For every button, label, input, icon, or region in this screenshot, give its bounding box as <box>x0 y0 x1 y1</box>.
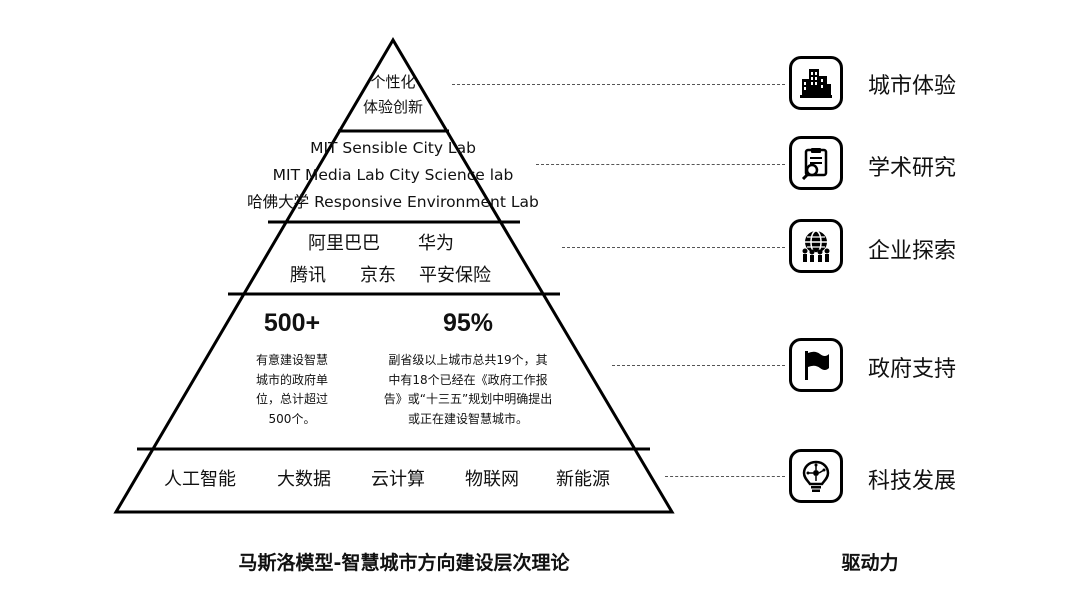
pyramid-caption: 马斯洛模型-智慧城市方向建设层次理论 <box>238 552 570 574</box>
enterprise-huawei: 华为 <box>418 233 454 254</box>
connector-line <box>665 476 785 477</box>
tech-iot: 物联网 <box>465 469 519 490</box>
driver-label-government-support: 政府支持 <box>868 357 957 382</box>
lab-item: 哈佛大学 Responsive Environment Lab <box>247 193 539 211</box>
enterprise-pingan: 平安保险 <box>419 265 491 286</box>
apex-tier: 个性化 体验创新 <box>363 70 423 120</box>
gov-desc-line: 告》或“十三五”规划中明确提出 <box>383 392 553 406</box>
enterprise-alibaba: 阿里巴巴 <box>308 233 380 254</box>
apex-line-1: 个性化 <box>370 73 416 91</box>
gov-stat-95: 95% <box>442 309 494 337</box>
globe-people-icon <box>789 219 843 273</box>
gov-desc-right: 副省级以上城市总共19个，其 中有18个已经在《政府工作报 告》或“十三五”规划… <box>384 351 552 429</box>
gov-desc-line: 城市的政府单 <box>255 372 329 387</box>
driver-label-enterprise-exploration: 企业探索 <box>868 239 957 264</box>
enterprise-jd: 京东 <box>360 265 396 286</box>
gov-desc-line: 有意建设智慧 <box>255 353 329 367</box>
gov-desc-line: 位，总计超过 <box>255 392 329 406</box>
driver-label-city-experience: 城市体验 <box>868 74 957 99</box>
gov-stat-500: 500+ <box>263 309 321 337</box>
lightbulb-circuit-icon <box>789 449 843 503</box>
gov-desc-line: 或正在建设智慧城市。 <box>407 411 528 426</box>
drivers-caption: 驱动力 <box>841 552 899 574</box>
tech-cloud: 云计算 <box>371 469 425 490</box>
gov-desc-line: 500个。 <box>268 411 316 426</box>
connector-line <box>612 365 785 366</box>
gov-desc-line: 副省级以上城市总共19个，其 <box>388 353 548 367</box>
connector-line <box>452 84 785 85</box>
lab-item: MIT Sensible City Lab <box>310 139 476 157</box>
driver-label-tech-development: 科技发展 <box>868 469 957 494</box>
apex-line-2: 体验创新 <box>362 98 424 116</box>
flag-icon <box>789 338 843 392</box>
tech-new-energy: 新能源 <box>556 469 610 490</box>
pyramid-outline <box>113 37 675 514</box>
city-buildings-icon <box>789 56 843 110</box>
gov-desc-line: 中有18个已经在《政府工作报 <box>388 372 548 387</box>
enterprise-tencent: 腾讯 <box>290 265 326 286</box>
driver-label-academic-research: 学术研究 <box>868 156 957 181</box>
lab-item: MIT Media Lab City Science lab <box>272 166 514 184</box>
labs-tier: MIT Sensible City Lab MIT Media Lab City… <box>247 135 539 216</box>
connector-line <box>562 247 785 248</box>
tech-bigdata: 大数据 <box>277 469 331 490</box>
connector-line <box>536 164 785 165</box>
gov-desc-left: 有意建设智慧 城市的政府单 位，总计超过 500个。 <box>256 351 328 429</box>
tech-ai: 人工智能 <box>164 469 236 490</box>
research-document-icon <box>789 136 843 190</box>
